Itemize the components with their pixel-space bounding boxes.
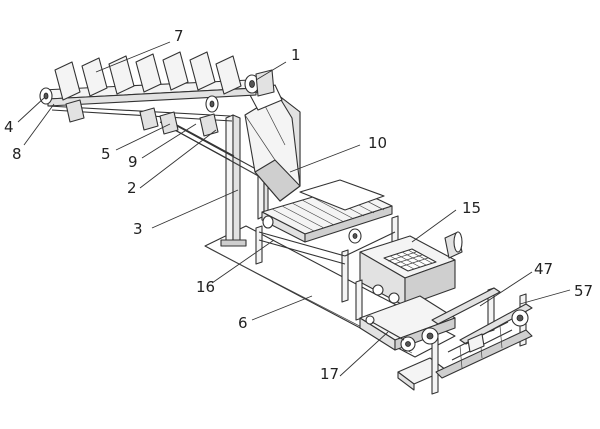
callout-4: 4 [4,118,14,136]
callout-8: 8 [12,145,22,163]
inclined-conveyor [39,51,275,137]
callout-6: 6 [238,314,248,332]
callout-2: 2 [127,179,137,197]
callout-9: 9 [128,153,138,171]
callout-10: 10 [368,134,387,152]
callout-57: 57 [574,282,593,300]
callout-7: 7 [174,27,184,45]
callout-17: 17 [320,365,339,383]
callout-labels: 7 1 4 8 5 9 10 2 3 15 16 6 47 57 17 [4,27,593,383]
callout-3: 3 [133,220,143,238]
leader-lines [17,41,571,377]
callout-5: 5 [101,145,111,163]
support-column [220,114,247,247]
callout-1: 1 [291,46,301,64]
callout-15: 15 [462,199,481,217]
right-frame [421,287,533,395]
screen-conveyor [261,179,393,244]
callout-47: 47 [534,260,553,278]
callout-16: 16 [196,278,215,296]
hopper-chute [244,84,301,202]
